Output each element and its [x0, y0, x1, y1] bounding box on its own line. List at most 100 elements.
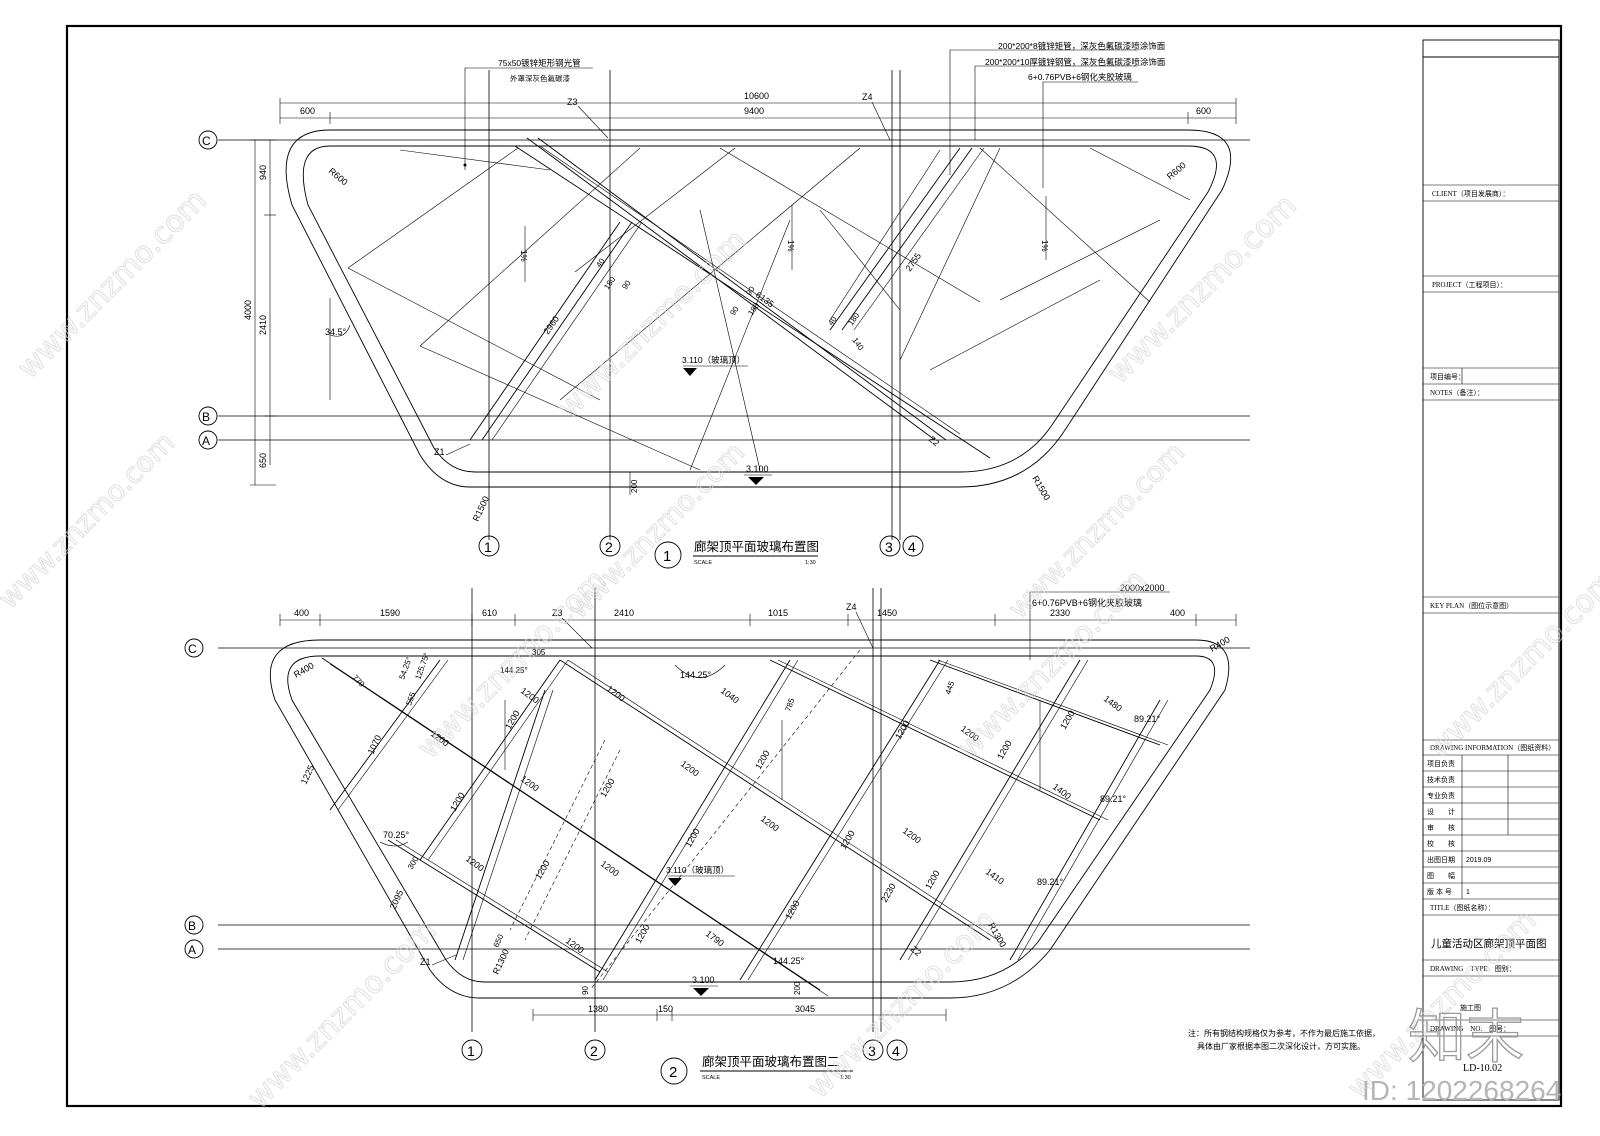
p1-dim-650: 650	[258, 453, 268, 468]
tb-row-label: 技术负责	[1427, 775, 1455, 784]
watermark-site-3: www.znzmo.com	[1101, 188, 1304, 391]
axis-1-label-1: 1	[484, 539, 492, 555]
p1-d200: 200	[630, 479, 639, 493]
axis-3-label-1: 3	[885, 539, 893, 555]
p1-roof-inner	[302, 145, 1217, 473]
axis-1-label-2: 1	[467, 1043, 475, 1059]
p2-note-glass: 6+0.76PVB+6钢化夹胶玻璃	[1032, 597, 1142, 608]
p2-d1225: 1225	[299, 763, 317, 785]
p2-d1400: 1400	[1051, 782, 1073, 802]
p1-d180b: 180	[746, 301, 761, 318]
p2-d1070: 1070	[366, 733, 384, 755]
tb-title-label: TITLE（图纸名称）：	[1430, 903, 1495, 912]
p1-dim-2410: 2410	[258, 315, 268, 335]
p2-dim-1200: 1200	[599, 859, 621, 879]
p1-scale-label: SCALE	[694, 560, 712, 566]
p2-a5: 144.25°	[680, 670, 712, 680]
tb-drawing-type-value: 施工图	[1460, 1003, 1481, 1012]
p2-dim-1200: 1200	[519, 774, 541, 794]
tb-drawing-no-label: DRAWING NO. 图号：	[1430, 1025, 1510, 1033]
axis-b-label-2: B	[188, 919, 196, 933]
p2-r1300a: R1300	[491, 948, 511, 976]
watermark-site-4: www.znzmo.com	[0, 426, 181, 615]
p1-d40b: 40	[826, 314, 839, 327]
p2-dim-1200: 1200	[683, 827, 702, 849]
p1-d140: 140	[850, 336, 865, 353]
p2-dim-1200: 1200	[533, 859, 552, 881]
p1-r600a: R600	[327, 166, 350, 187]
p2-z1: Z1	[420, 957, 431, 967]
p1-dim-940: 940	[258, 165, 268, 180]
p1-slope-2: 1%	[786, 240, 795, 252]
p2-d785: 785	[783, 697, 796, 713]
p2-dim-1200: 1200	[605, 684, 627, 704]
p2-dim-1200: 1200	[598, 777, 617, 799]
p2-d445: 445	[943, 680, 956, 696]
watermark-site-12: www.znzmo.com	[1421, 563, 1600, 766]
p2-dim-1200: 1200	[783, 899, 802, 921]
axis-c-label-1: C	[202, 134, 211, 148]
axis-bubbles: C B A 1 2 3 4 C B A 1 2 3 4	[184, 130, 924, 1061]
p2-dim-1200: 1200	[464, 854, 486, 874]
watermark-site-1: www.znzmo.com	[11, 183, 214, 386]
axis-2-label-2: 2	[590, 1043, 598, 1059]
p2-elev: 3.100	[692, 975, 715, 985]
p2-d300: 300	[406, 854, 421, 871]
tb-row-label: 版 本 号	[1427, 887, 1452, 896]
p2-a1: 70.25°	[383, 830, 410, 840]
p2-dim-1200: 1200	[448, 791, 467, 813]
p2-dim-1200: 1200	[838, 829, 857, 851]
p1-title-bubble	[654, 541, 682, 569]
p2-dim-1200: 1200	[564, 936, 586, 956]
tb-row-label: 校 核	[1427, 839, 1455, 848]
axis-a-label-1: A	[202, 434, 210, 448]
p1-elev-glass: 3.110（玻璃顶）	[682, 355, 745, 365]
p2-dim-1015: 1015	[768, 608, 788, 618]
p1-dim-10600: 10600	[744, 91, 769, 101]
p2-d1790: 1790	[704, 929, 726, 949]
tb-notes: NOTES（备注）：	[1430, 388, 1484, 397]
p1-dim-600a: 600	[300, 106, 315, 116]
p1-r1500b: R1500	[1030, 474, 1052, 502]
tb-row-value: 1	[1466, 889, 1470, 896]
p1-note-tube: 75x50镀锌矩形钢光管	[498, 58, 581, 68]
tb-key-plan: KEY PLAN（图位示意图）	[1430, 601, 1513, 610]
p1-r600b: R600	[1165, 160, 1188, 181]
p1-d180a: 180	[602, 275, 617, 292]
p1-elev: 3.100	[746, 464, 769, 474]
watermark-site-10: www.znzmo.com	[801, 903, 1004, 1106]
p2-grid-beams	[321, 649, 1169, 997]
tb-row-label: 审 核	[1427, 823, 1455, 832]
p1-note-glass: 6+0.76PVB+6钢化夹胶玻璃	[1028, 72, 1132, 82]
watermarks: www.znzmo.com www.znzmo.com www.znzmo.co…	[0, 183, 1600, 1117]
axis-4-label-1: 4	[908, 539, 916, 555]
p1-d90a: 90	[620, 278, 633, 291]
p1-d2960: 2960	[541, 314, 561, 336]
watermark-site-9: www.znzmo.com	[241, 913, 444, 1116]
p2-a2: 89.21°	[1134, 714, 1161, 724]
p2-a3: 89.21°	[1100, 794, 1127, 804]
p2-dim-1200: 1200	[923, 869, 942, 891]
p2-title-number: 2	[669, 1064, 677, 1081]
p1-title-number: 1	[663, 548, 671, 565]
p2-z3: Z3	[552, 608, 563, 618]
p1-z4: Z4	[862, 92, 873, 102]
p1-main-beams	[469, 137, 991, 459]
p2-r400a: R400	[292, 660, 316, 679]
p2-roof-inner	[287, 655, 1216, 983]
p1-glass-grid	[347, 147, 1191, 471]
p2-d90: 90	[581, 986, 590, 995]
tb-row-label: 项目负责	[1427, 759, 1455, 768]
p2-note-size: 2000x2000	[1120, 583, 1165, 593]
p2-dim-1200: 1200	[679, 759, 701, 779]
p1-d40a: 40	[594, 256, 607, 269]
p2-d200: 200	[793, 981, 802, 995]
p1-angle: 34.5°	[325, 327, 347, 337]
p2-dim-1200: 1200	[759, 814, 781, 834]
p2-dim-1200: 1200	[1058, 709, 1077, 731]
tb-row-label: 设 计	[1427, 807, 1455, 816]
p1-z3: Z3	[567, 97, 578, 107]
axis-b-label-1: B	[202, 410, 210, 424]
p2-d555: 555	[404, 691, 417, 707]
